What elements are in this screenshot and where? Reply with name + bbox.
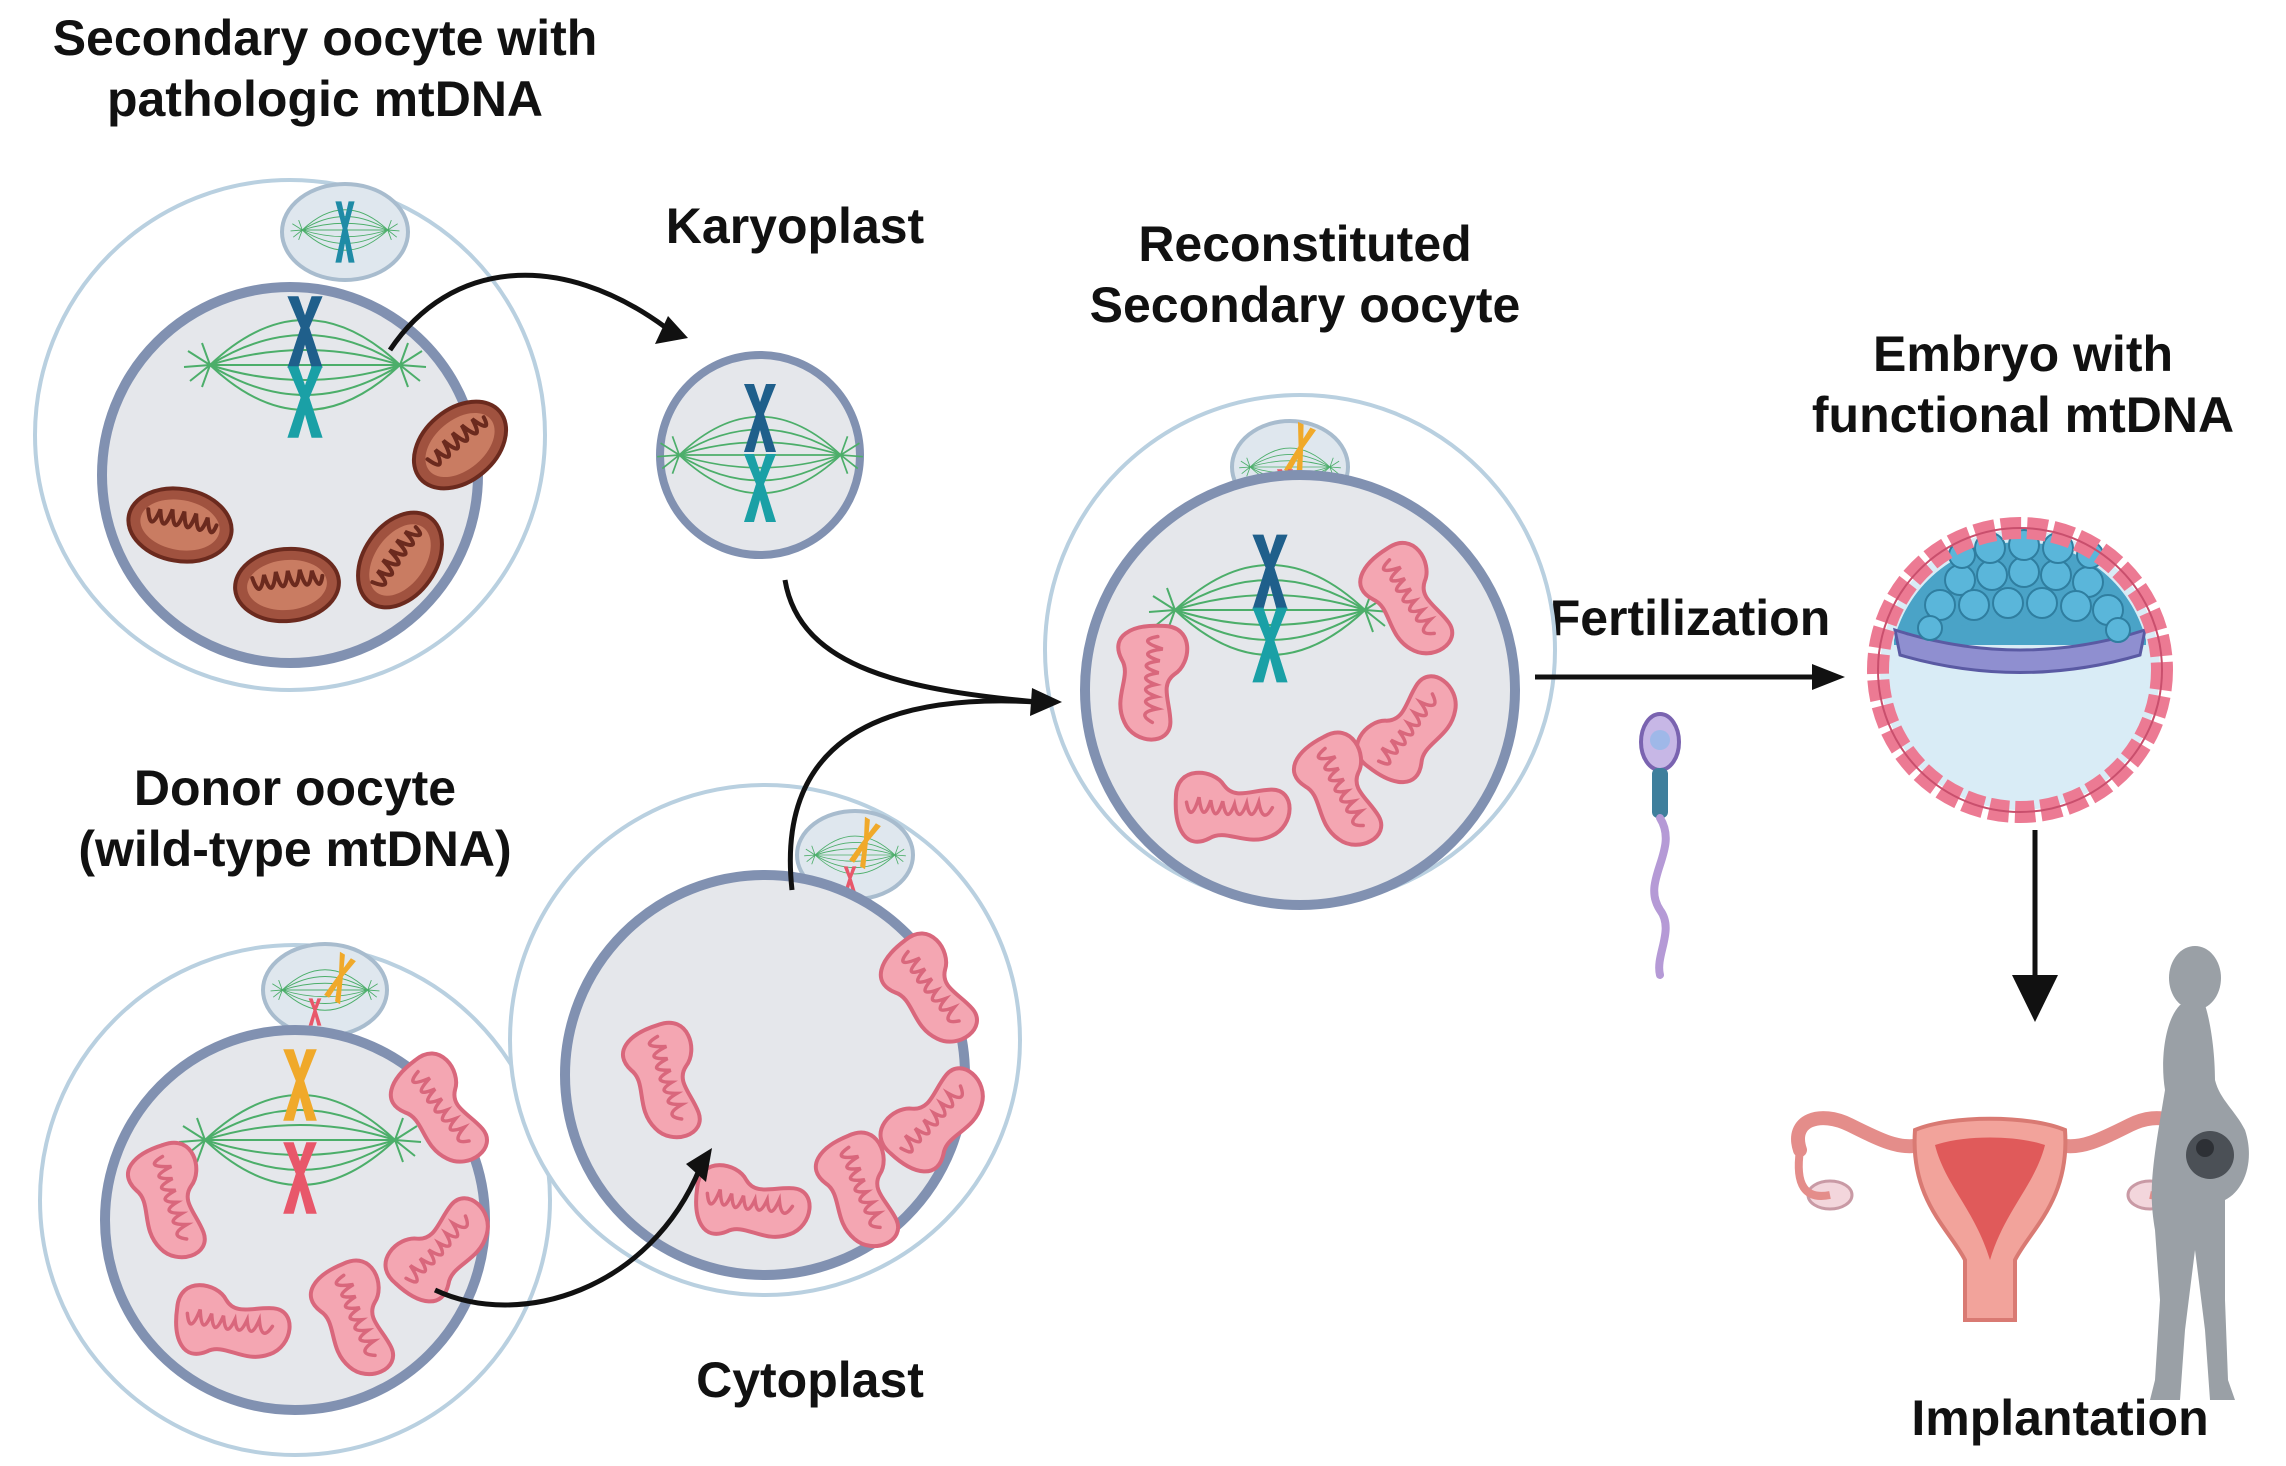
- fertilization-label: Fertilization: [1549, 590, 1831, 646]
- uterus-icon: [1791, 1111, 2189, 1322]
- donor-oocyte: [38, 942, 552, 1457]
- process-arrows: [387, 272, 2038, 1308]
- karyoplast-label: Karyoplast: [665, 198, 925, 254]
- patient-oocyte: [33, 178, 547, 692]
- blastocyst-embryo: [1867, 517, 2173, 823]
- pregnant-woman-icon: [2150, 946, 2249, 1400]
- donor-oocyte-label: Donor oocyte(wild-type mtDNA): [78, 760, 512, 877]
- cytoplast-label: Cytoplast: [696, 1352, 924, 1408]
- karyoplast: [656, 351, 864, 559]
- reconstituted-oocyte: [1043, 393, 1557, 910]
- sperm-icon: [1639, 712, 1681, 979]
- cytoplast: [508, 783, 1022, 1297]
